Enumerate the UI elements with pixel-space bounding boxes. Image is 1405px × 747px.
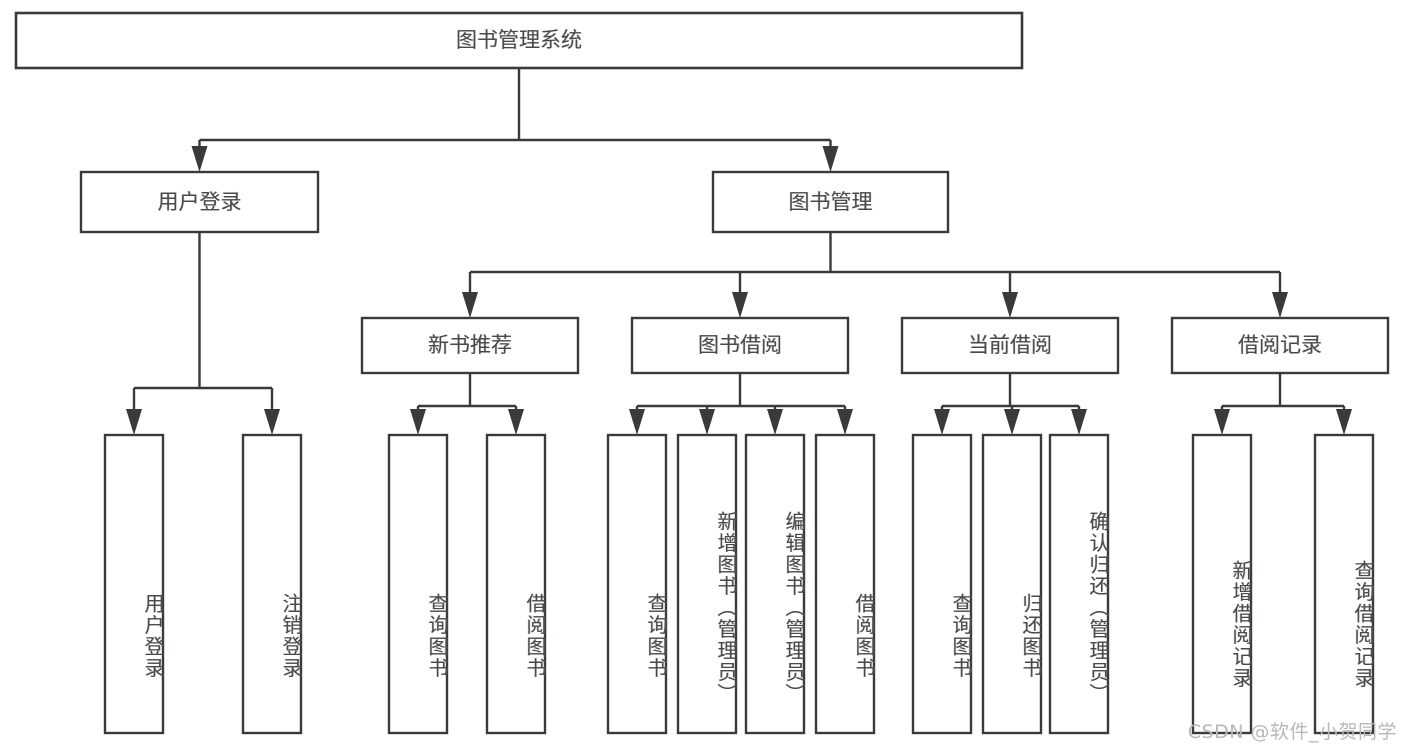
node-borrow-record[interactable]	[1170, 316, 1390, 375]
leaf-leaf-return-book[interactable]	[981, 433, 1043, 735]
connector-layer	[126, 68, 1352, 435]
watermark-text: CSDN @软件_小贺同学	[1187, 721, 1397, 743]
leaf-leaf-add-record[interactable]	[1191, 433, 1253, 735]
leaf-leaf-user-login[interactable]	[103, 433, 165, 735]
arrow-head-icon-leaf-add-book	[699, 409, 715, 435]
arrow-head-icon-leaf-query-record	[1336, 409, 1352, 435]
arrow-head-icon-current-borrow	[1002, 292, 1018, 318]
arrow-head-icon-borrow-record	[1272, 292, 1288, 318]
arrow-head-icon-leaf-borrow-book	[837, 409, 853, 435]
leaf-leaf-confirm-return[interactable]	[1048, 433, 1110, 735]
arrow-head-icon-leaf-user-login	[126, 409, 142, 435]
arrow-head-icon-leaf-return-book	[1004, 409, 1020, 435]
arrow-head-icon-leaf-edit-book	[767, 409, 783, 435]
node-current-borrow[interactable]	[900, 316, 1120, 375]
node-new-book-recommend[interactable]	[360, 316, 580, 375]
arrow-head-icon-user-login	[191, 146, 208, 172]
arrow-head-icon-new-book-recommend	[462, 292, 478, 318]
arrow-head-icon-leaf-query-book-borrow	[629, 409, 645, 435]
node-box-layer	[14, 11, 1390, 735]
arrow-head-icon-book-manage	[822, 146, 839, 172]
leaf-leaf-query-book-rec[interactable]	[387, 433, 449, 735]
arrow-head-icon-leaf-add-record	[1214, 409, 1230, 435]
arrow-head-icon-leaf-confirm-return	[1071, 409, 1087, 435]
leaf-leaf-query-book-cur[interactable]	[911, 433, 973, 735]
leaf-leaf-edit-book[interactable]	[744, 433, 806, 735]
node-book-borrow[interactable]	[630, 316, 850, 375]
node-user-login[interactable]	[79, 170, 320, 234]
leaf-leaf-add-book[interactable]	[676, 433, 738, 735]
node-root[interactable]	[14, 11, 1024, 70]
arrow-head-icon-leaf-borrow-book-rec	[508, 409, 524, 435]
arrow-head-icon-leaf-logout	[264, 409, 280, 435]
arrow-head-icon-book-borrow	[732, 292, 748, 318]
leaf-leaf-logout[interactable]	[241, 433, 303, 735]
arrow-head-icon-leaf-query-book-rec	[410, 409, 426, 435]
arrow-head-icon-leaf-query-book-cur	[934, 409, 950, 435]
leaf-leaf-query-book-borrow[interactable]	[606, 433, 668, 735]
node-book-manage[interactable]	[711, 170, 950, 234]
leaf-leaf-query-record[interactable]	[1313, 433, 1375, 735]
leaf-leaf-borrow-book[interactable]	[814, 433, 876, 735]
leaf-leaf-borrow-book-rec[interactable]	[485, 433, 547, 735]
